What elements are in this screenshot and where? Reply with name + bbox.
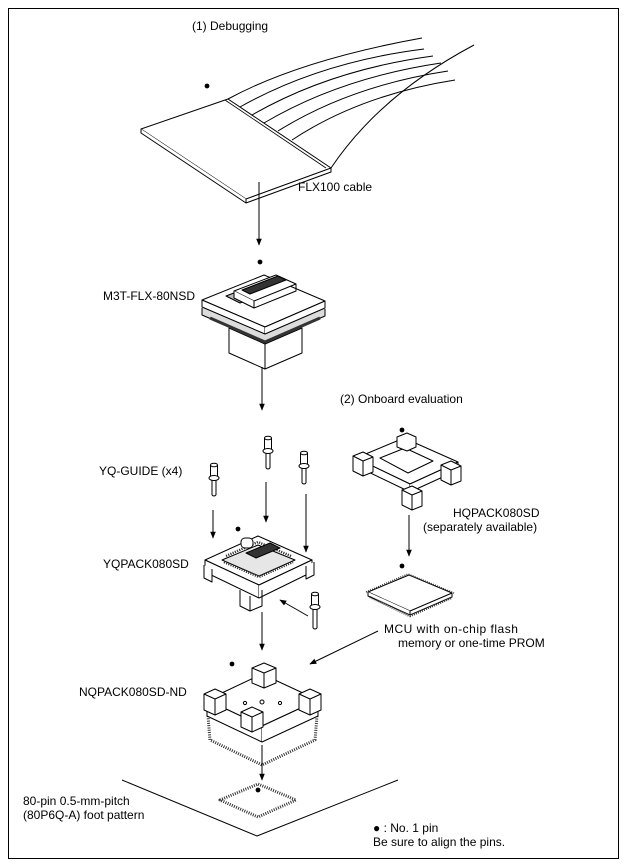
hqpack080sd bbox=[352, 432, 462, 511]
yqpack080sd bbox=[203, 535, 315, 612]
pin1-dot bbox=[399, 427, 405, 433]
label-yq-guide: YQ-GUIDE (x4) bbox=[99, 464, 183, 478]
arrow-diagonal bbox=[279, 599, 309, 617]
yq-guide-pins bbox=[208, 435, 321, 630]
arrow-diagonal bbox=[309, 630, 379, 665]
pin1-dot bbox=[255, 787, 261, 793]
label-flx100-cable: FLX100 cable bbox=[298, 180, 373, 194]
pin1-dot bbox=[257, 259, 263, 265]
label-nqpack080sd-nd: NQPACK080SD-ND bbox=[79, 685, 187, 699]
pin1-dot bbox=[399, 563, 405, 569]
label-m3t-flx-80nsd: M3T-FLX-80NSD bbox=[103, 289, 196, 303]
pin1-dot bbox=[229, 661, 235, 667]
flx100-cable bbox=[140, 37, 475, 204]
label-onboard-evaluation: (2) Onboard evaluation bbox=[340, 392, 463, 406]
figure-frame bbox=[8, 8, 619, 859]
label-foot-line2: (80P6Q-A) foot pattern bbox=[23, 808, 145, 822]
pin1-dot bbox=[204, 83, 210, 89]
label-mcu-line1: MCU with on-chip flash bbox=[384, 622, 519, 636]
label-foot-line1: 80-pin 0.5-mm-pitch bbox=[23, 794, 130, 808]
label-yqpack080sd: YQPACK080SD bbox=[103, 557, 189, 571]
foot-pattern-board bbox=[121, 752, 399, 837]
nqpack080sd-nd bbox=[203, 662, 322, 767]
mcu-chip bbox=[365, 573, 455, 618]
label-debugging: (1) Debugging bbox=[192, 19, 269, 33]
legend-pin1: ● : No. 1 pin bbox=[373, 821, 439, 835]
label-mcu-line2: memory or one-time PROM bbox=[398, 636, 545, 650]
legend-align-note: Be sure to align the pins. bbox=[373, 835, 506, 849]
label-separately-available: (separately available) bbox=[423, 520, 538, 534]
pin1-dot bbox=[235, 526, 241, 532]
label-hqpack080sd: HQPACK080SD bbox=[453, 506, 540, 520]
m3t-flx-80nsd-adapter bbox=[201, 274, 326, 370]
